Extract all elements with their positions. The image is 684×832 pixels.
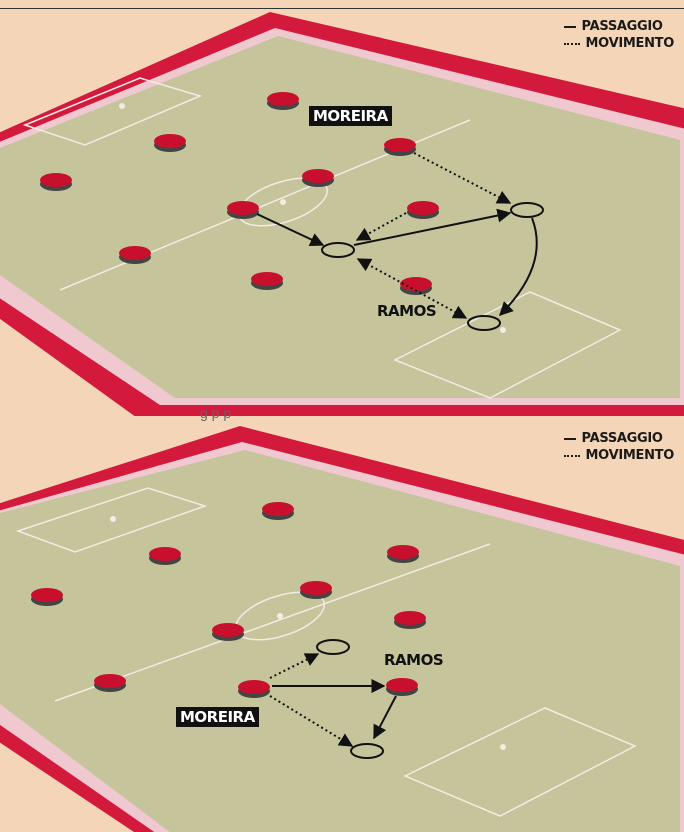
legend-move: MOVIMENTO (563, 447, 675, 464)
legend-move: MOVIMENTO (563, 35, 675, 52)
center-spot (280, 199, 286, 205)
player-disc (149, 547, 181, 565)
caption-fragment: g p p (200, 405, 232, 421)
legend-pass-label: PASSAGGIO (581, 19, 663, 34)
dotted-line-icon (563, 454, 580, 457)
legend-pass: PASSAGGIO (563, 18, 674, 35)
player-label-ramos: RAMOS (384, 651, 444, 669)
penalty-area-bottom (393, 291, 622, 399)
player-disc (212, 623, 244, 641)
movement-arrow (413, 152, 512, 204)
player-disc (387, 545, 419, 563)
penalty-area-top (22, 77, 203, 146)
pitch-diagram-2 (0, 426, 684, 832)
dotted-line-icon (563, 42, 580, 45)
pass-arrow (373, 695, 397, 740)
movement-arrow (356, 258, 468, 319)
target-ring (350, 743, 384, 759)
player-disc (94, 674, 126, 692)
player-label-moreira: MOREIRA (176, 707, 259, 727)
target-ring (321, 242, 355, 258)
movement-arrow (269, 695, 354, 747)
player-disc (386, 678, 418, 696)
pitch-diagram-1 (0, 12, 684, 416)
pass-arrows (272, 679, 397, 740)
player-disc (300, 581, 332, 599)
player-disc (227, 201, 259, 219)
players (40, 92, 439, 295)
halfway-line (54, 543, 491, 702)
movement-arrow (355, 212, 407, 241)
player-disc (31, 588, 63, 606)
player-disc (394, 611, 426, 629)
solid-line-icon (563, 25, 576, 28)
tactical-panel-2: PASSAGGIO MOVIMENTO RAMOS MOREIRA (0, 416, 684, 832)
player-label-moreira: MOREIRA (309, 106, 392, 126)
player-disc (119, 246, 151, 264)
player-disc (238, 680, 270, 698)
solid-line-icon (563, 437, 576, 440)
players (31, 502, 426, 698)
penalty-spot-top (110, 516, 116, 522)
player-disc (400, 277, 432, 295)
legend: PASSAGGIO MOVIMENTO (563, 18, 675, 52)
center-spot (277, 613, 283, 619)
legend-move-label: MOVIMENTO (585, 36, 675, 51)
penalty-area-bottom (403, 707, 637, 817)
player-disc (251, 272, 283, 290)
legend: PASSAGGIO MOVIMENTO (563, 430, 675, 464)
player-disc (154, 134, 186, 152)
movement-arrow (269, 653, 320, 679)
penalty-spot-bottom (500, 327, 506, 333)
tactical-panel-1: PASSAGGIO MOVIMENTO MOREIRA RAMOS (0, 8, 684, 416)
pass-arrow (353, 208, 512, 246)
player-disc (267, 92, 299, 110)
player-disc (40, 173, 72, 191)
legend-pass: PASSAGGIO (563, 430, 674, 447)
pass-arrow (256, 213, 325, 246)
player-disc (302, 169, 334, 187)
movement-arrows (355, 152, 512, 319)
pass-arrow (499, 217, 538, 316)
penalty-spot-bottom (500, 744, 506, 750)
target-rings (316, 639, 384, 759)
player-disc (384, 138, 416, 156)
legend-pass-label: PASSAGGIO (581, 431, 663, 446)
target-ring (467, 315, 501, 331)
penalty-area-top (15, 487, 208, 553)
target-ring (316, 639, 350, 655)
penalty-spot-top (119, 103, 125, 109)
legend-move-label: MOVIMENTO (585, 448, 675, 463)
player-disc (407, 201, 439, 219)
pass-arrows (256, 208, 538, 316)
movement-arrows (269, 653, 354, 747)
player-label-ramos: RAMOS (377, 302, 437, 320)
player-disc (262, 502, 294, 520)
top-rule (0, 8, 684, 9)
